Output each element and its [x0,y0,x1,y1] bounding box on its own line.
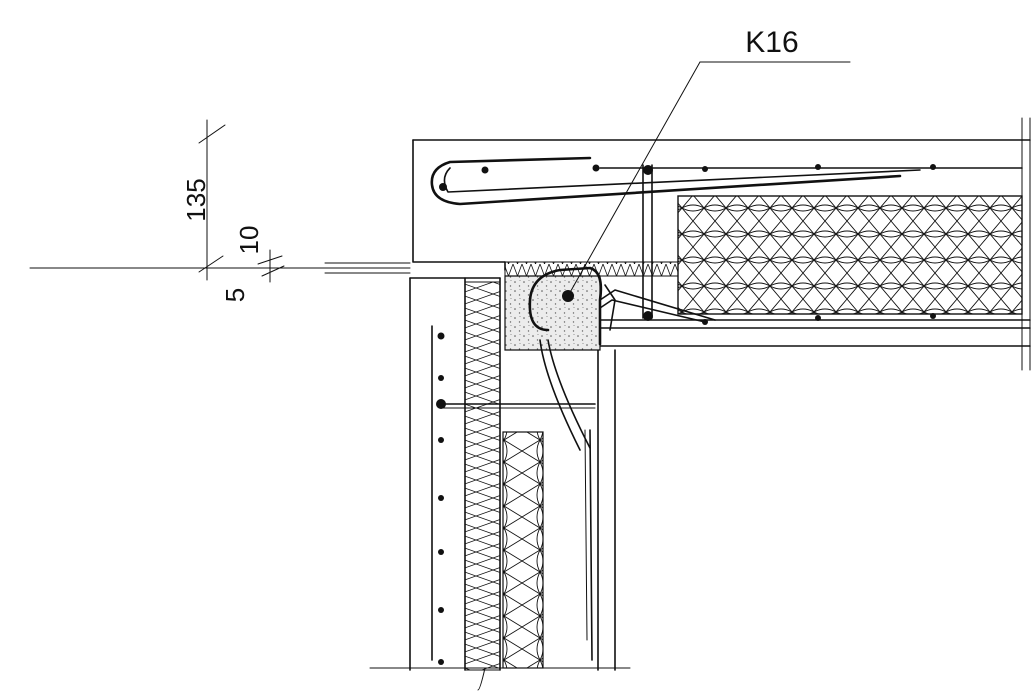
wall-mineral-wool [464,281,501,671]
slab-rebar-bars [439,164,936,191]
dimension-chain [198,119,285,283]
wall-rebar-bars [436,332,446,665]
roof-insulation [677,195,1023,315]
slab-rebar-loop [430,156,902,206]
dimension-label-135: 135 [181,178,211,221]
k16-leader-line [567,61,701,297]
k16-connection-anchor [528,266,716,661]
wall-insulation [502,431,544,669]
ring-beam [504,275,601,351]
dimension-label-10: 10 [234,226,264,255]
dimension-label-5: 5 [220,288,250,302]
detail-reference-label: K16 [745,26,798,59]
